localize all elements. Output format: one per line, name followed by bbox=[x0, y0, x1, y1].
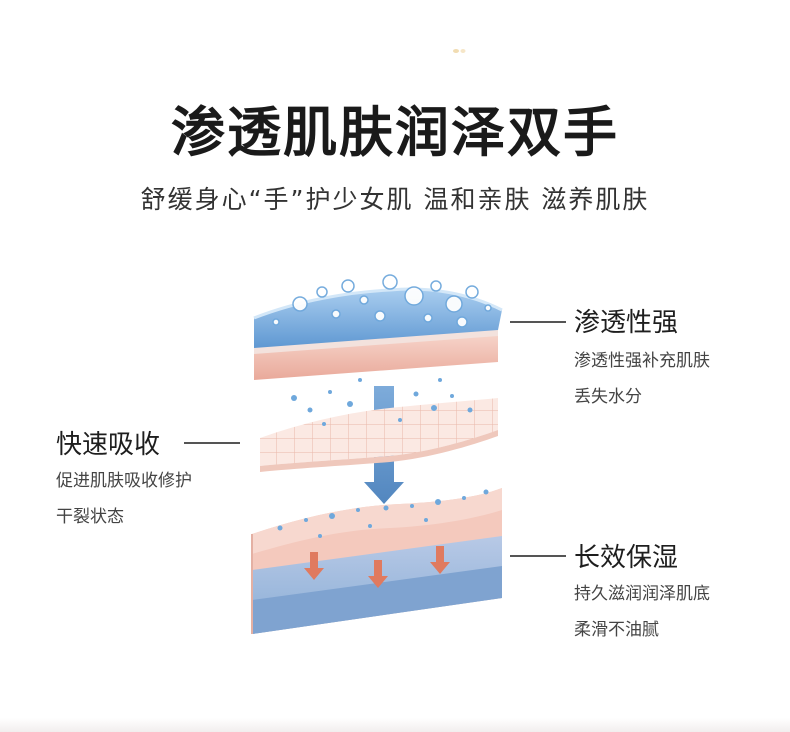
top-water-layer bbox=[253, 287, 503, 380]
inner-arrows bbox=[304, 546, 450, 588]
callout-moisturizing-line-2: 柔滑不油腻 bbox=[574, 620, 659, 640]
callout-absorption-title: 快速吸收 bbox=[56, 430, 161, 460]
surface-dots bbox=[277, 489, 489, 538]
callout-penetration-line-2: 丢失水分 bbox=[574, 387, 642, 407]
bottom-divider bbox=[0, 718, 790, 732]
skin-layers-illustration bbox=[251, 274, 503, 634]
callout-penetration: 渗透性强 渗透性强补充肌肤 丢失水分 bbox=[510, 302, 710, 415]
middle-skin-layer bbox=[260, 398, 498, 472]
callout-penetration-leader-line bbox=[510, 321, 566, 323]
callout-moisturizing-leader-line bbox=[510, 555, 566, 557]
callout-moisturizing-title: 长效保湿 bbox=[574, 543, 679, 573]
callout-penetration-title: 渗透性强 bbox=[574, 308, 679, 338]
callout-penetration-line-1: 渗透性强补充肌肤 bbox=[574, 351, 710, 371]
callout-absorption: 快速吸收 促进肌肤吸收修护 干裂状态 bbox=[56, 424, 240, 535]
decorative-sparkle-icon bbox=[453, 49, 466, 53]
callout-absorption-leader-line bbox=[184, 442, 240, 444]
callout-moisturizing-line-1: 持久滋润润泽肌底 bbox=[574, 584, 710, 604]
callout-absorption-line-1: 促进肌肤吸收修护 bbox=[56, 471, 192, 491]
page-subtitle: 舒缓身心“手”护少女肌 温和亲肤 滋养肌肤 bbox=[140, 185, 650, 214]
page-title: 渗透肌肤润泽双手 bbox=[171, 101, 619, 164]
callout-moisturizing: 长效保湿 持久滋润润泽肌底 柔滑不油腻 bbox=[510, 537, 710, 648]
droplets bbox=[291, 378, 473, 426]
callout-absorption-line-2: 干裂状态 bbox=[56, 507, 124, 527]
water-bubbles bbox=[272, 274, 492, 328]
